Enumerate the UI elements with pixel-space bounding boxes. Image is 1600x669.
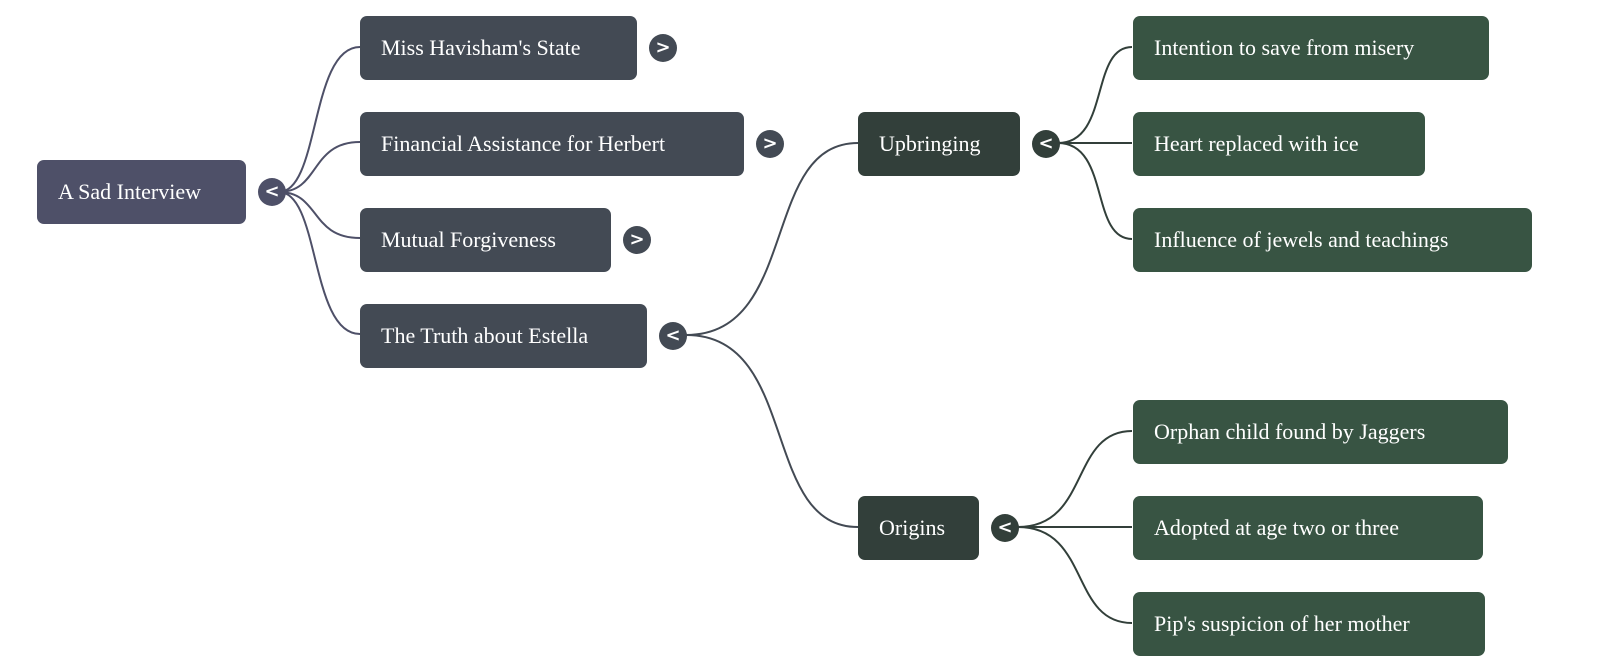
- collapse-toggle-root[interactable]: <: [258, 178, 286, 206]
- branch-node-truth-about-estella[interactable]: The Truth about Estella: [360, 304, 647, 368]
- branch-node-mutual-forgiveness[interactable]: Mutual Forgiveness: [360, 208, 611, 272]
- collapse-toggle-origins[interactable]: <: [991, 514, 1019, 542]
- branch-node-financial-assistance[interactable]: Financial Assistance for Herbert: [360, 112, 744, 176]
- root-node[interactable]: A Sad Interview: [37, 160, 246, 224]
- link-b3-origins: [685, 334, 859, 528]
- leaf-node-orphan-child[interactable]: Orphan child found by Jaggers: [1133, 400, 1508, 464]
- link-or-c0: [1017, 430, 1133, 528]
- link-or-c2: [1017, 526, 1133, 624]
- subtopic-node-origins[interactable]: Origins: [858, 496, 979, 560]
- link-root-b0: [278, 46, 361, 193]
- link-root-b2: [278, 191, 361, 239]
- collapse-toggle-upbringing[interactable]: <: [1032, 130, 1060, 158]
- leaf-node-adopted-age[interactable]: Adopted at age two or three: [1133, 496, 1483, 560]
- expand-toggle-financial-assistance[interactable]: >: [756, 130, 784, 158]
- link-up-c2: [1057, 142, 1133, 240]
- link-root-b3: [278, 191, 361, 335]
- link-root-b1: [278, 141, 361, 193]
- link-b3-upbringing: [685, 142, 859, 336]
- collapse-toggle-truth-about-estella[interactable]: <: [659, 322, 687, 350]
- branch-node-miss-havisham[interactable]: Miss Havisham's State: [360, 16, 637, 80]
- leaf-node-influence-of-jewels[interactable]: Influence of jewels and teachings: [1133, 208, 1532, 272]
- leaf-node-heart-replaced[interactable]: Heart replaced with ice: [1133, 112, 1425, 176]
- subtopic-node-upbringing[interactable]: Upbringing: [858, 112, 1020, 176]
- leaf-node-intention-to-save[interactable]: Intention to save from misery: [1133, 16, 1489, 80]
- link-up-c0: [1057, 46, 1133, 144]
- expand-toggle-mutual-forgiveness[interactable]: >: [623, 226, 651, 254]
- expand-toggle-miss-havisham[interactable]: >: [649, 34, 677, 62]
- leaf-node-pips-suspicion[interactable]: Pip's suspicion of her mother: [1133, 592, 1485, 656]
